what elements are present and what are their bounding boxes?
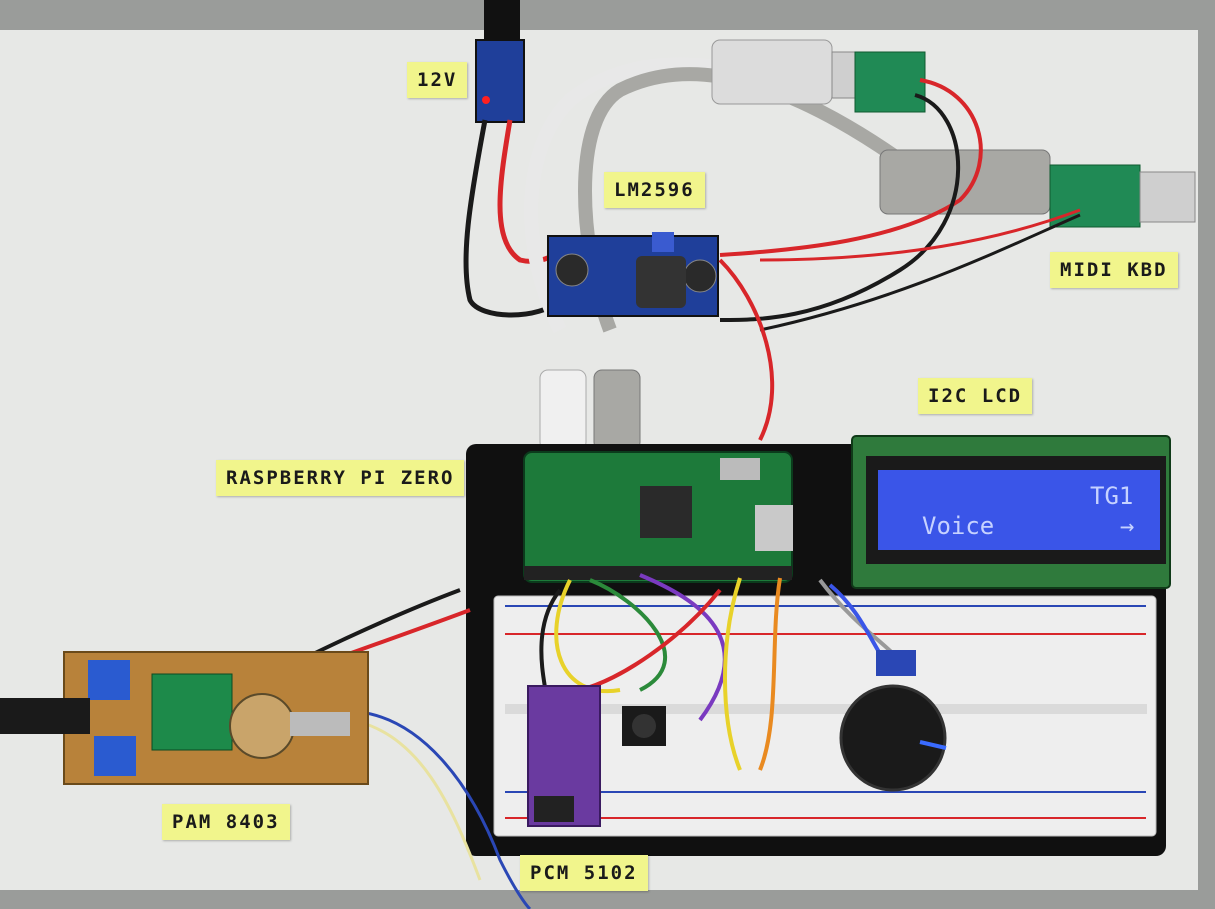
knob-indicator [919,740,947,750]
usb-breakout-2 [1049,164,1141,228]
mini-hdmi-port [720,458,760,480]
jumper-green [589,578,667,692]
wire-red-kbd [759,208,1081,262]
screw-terminal-2 [94,736,136,776]
label-pcm5102: PCM 5102 [520,855,648,891]
rotary-encoder-knob [839,684,947,792]
trimmer-pot [652,232,674,252]
usb-breakout-1 [854,51,926,113]
wire-black-usb [719,93,961,322]
capacitor-1 [555,253,589,287]
wire-red-usb [719,78,983,257]
lcd-line1: TG1 [1090,482,1134,510]
jumper-yellow-2 [723,577,742,771]
volume-pot [229,693,295,759]
wire-yellow-audio [359,720,482,881]
breadboard [493,595,1157,837]
capacitor-2 [683,259,717,293]
soc-chip [640,486,692,538]
jack-breakout-board [475,39,525,123]
label-rpi-zero: RASPBERRY PI ZERO [216,460,465,496]
power-led [482,96,490,104]
micro-usb-plug-white [539,369,587,451]
push-button-cap [632,714,656,738]
breadboard-channel [505,704,1147,714]
wire-blue-audio [359,710,532,909]
wire-red-pi [718,258,775,441]
inductor [636,256,686,308]
audio-jack-out [0,698,90,734]
lcd-screen [878,470,1160,550]
contrast-pot [876,650,916,676]
label-lm2596: LM2596 [604,172,705,208]
pam8403-module [151,673,233,751]
wire-black-power [463,119,562,318]
micro-usb-plug-gray [593,369,641,451]
lcd-line2-left: Voice [922,512,995,540]
screw-terminal-1 [88,660,130,700]
gpio-header [524,566,792,580]
label-12v: 12V [407,62,468,98]
lcd-line2-right: → [1120,512,1135,540]
usb-a-plug-white [711,39,833,105]
jumper-orange [758,577,782,771]
usb-a-socket-2 [1139,171,1196,223]
usb-b-plug-gray [879,149,1051,215]
audio-jack-dac [534,796,574,822]
wire-black-kbd [759,213,1081,332]
usb-cable-white [524,57,742,334]
label-pam8403: PAM 8403 [162,804,290,840]
label-i2c-lcd: I2C LCD [918,378,1033,414]
volume-shaft [290,712,350,736]
microsd-card [755,505,793,551]
jumper-purple [639,573,727,722]
label-midi-kbd: MIDI KBD [1050,252,1178,288]
